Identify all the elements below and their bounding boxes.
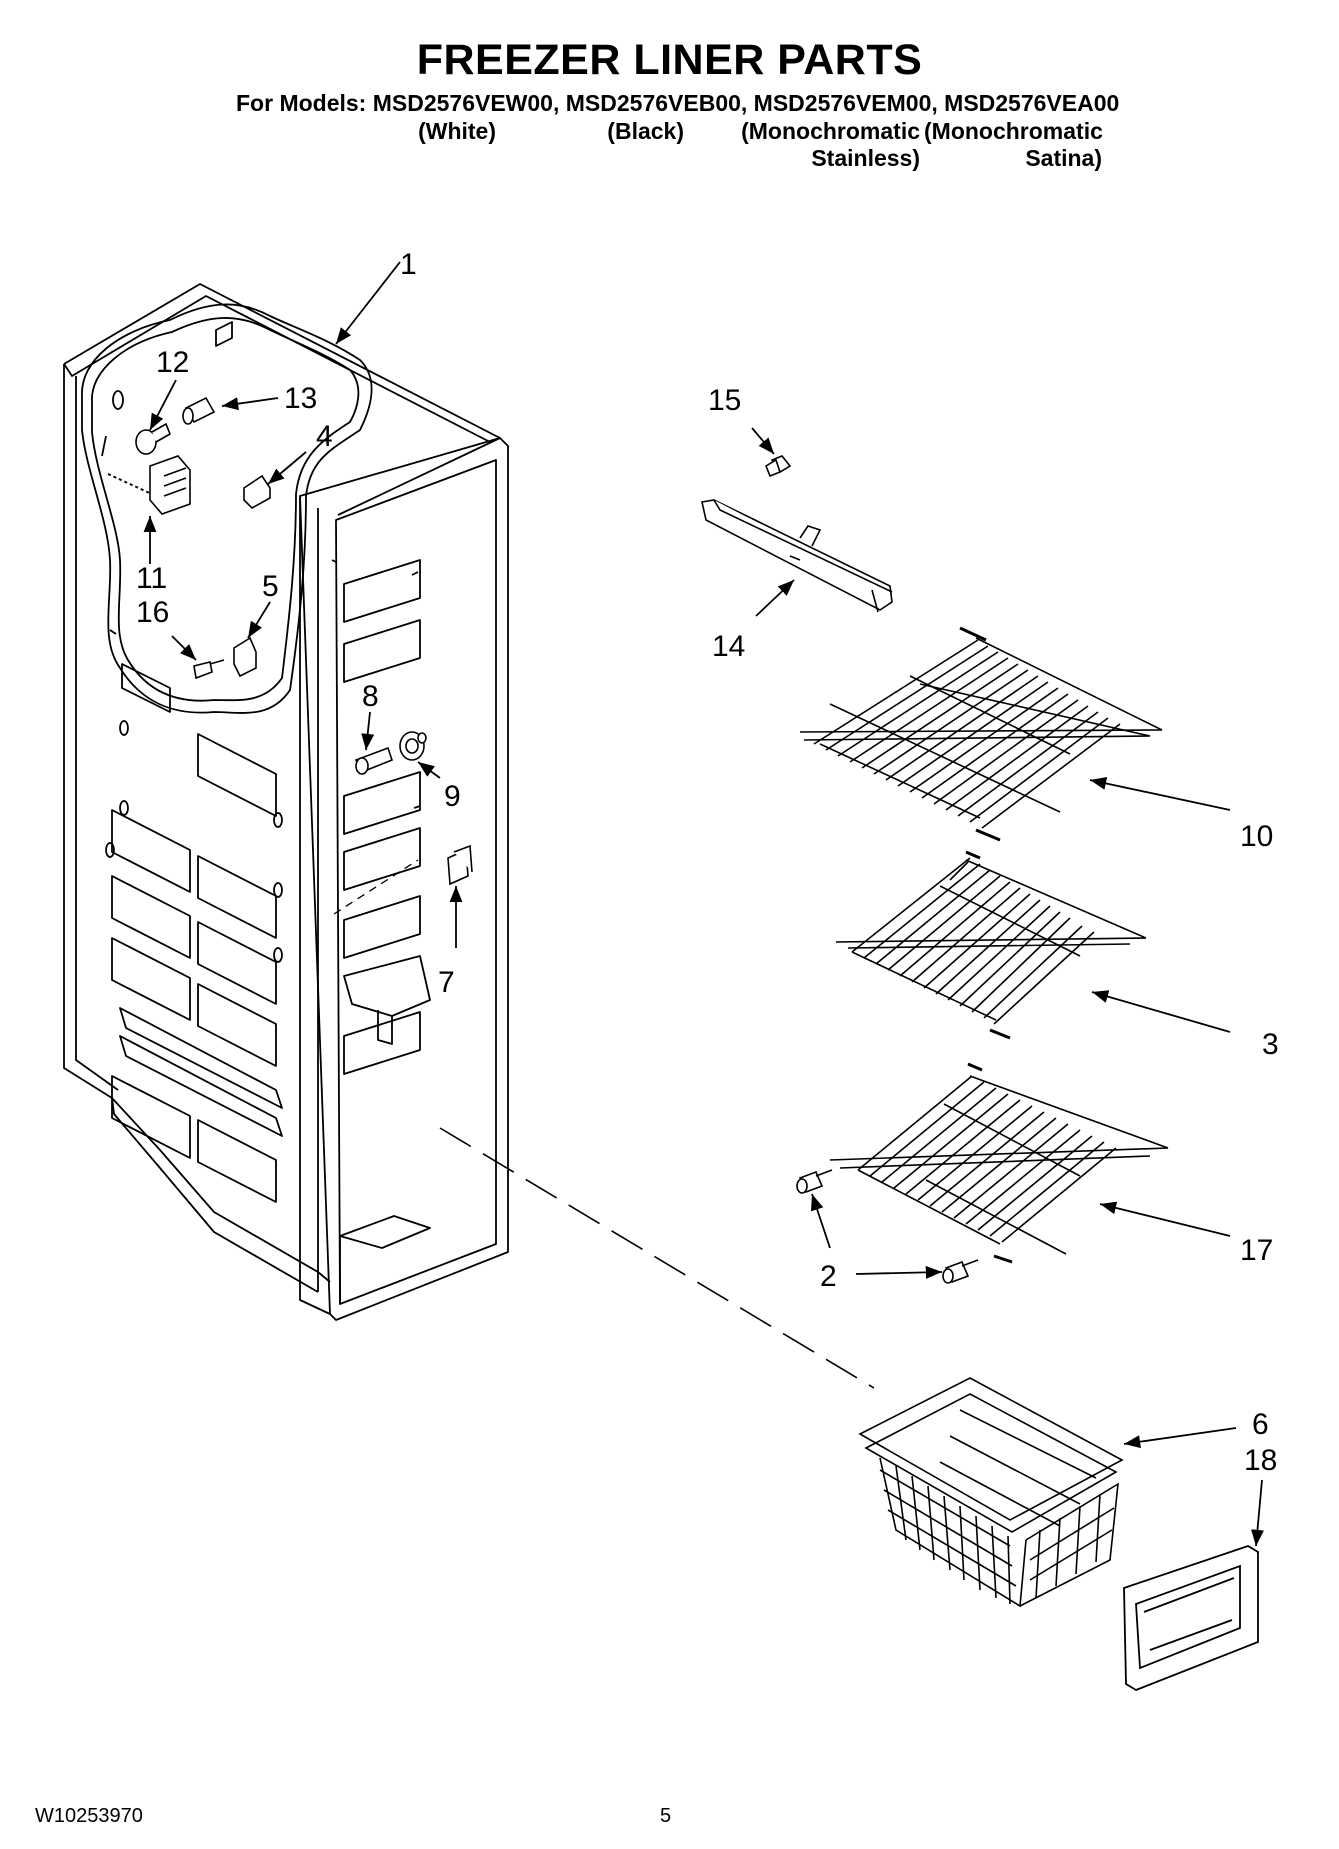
shelf-bracket-drawing [701,455,893,613]
callout-16: 16 [136,596,169,629]
callout-7: 7 [438,966,455,999]
callout-10: 10 [1240,820,1273,853]
page-title: FREEZER LINER PARTS [416,36,923,84]
leader-arrows [143,261,1264,1547]
alignment-dashed-line [439,1127,875,1389]
variant-satina: (Monochromatic Satina) [924,118,1103,172]
callout-5: 5 [262,570,279,603]
callout-1: 1 [400,248,417,281]
variant-white-line1: (White) [418,118,496,144]
callout-3: 3 [1262,1028,1279,1061]
variant-black-line1: (Black) [607,118,684,144]
variant-black: (Black) [580,118,684,145]
callout-labels: 1 12 13 4 11 5 16 8 9 7 15 14 10 3 17 2 … [136,248,1279,1477]
callout-4: 4 [316,420,333,453]
variant-stainless-line2: Stainless) [811,145,920,171]
variant-stainless-line1: (Monochromatic [741,118,920,144]
liner-small-parts [135,396,473,886]
callout-12: 12 [156,346,189,379]
callout-9: 9 [444,780,461,813]
callout-13: 13 [284,382,317,415]
variant-satina-line2: Satina) [1025,145,1102,171]
models-line: For Models: MSD2576VEW00, MSD2576VEB00, … [236,90,1120,116]
wire-shelf-10 [799,626,1163,842]
callout-18: 18 [1244,1444,1277,1477]
basket-handle-18 [1123,1545,1259,1691]
callout-15: 15 [708,384,741,417]
alignment-dashed-line-small [333,859,419,915]
variant-white: (White) [380,118,496,145]
callout-2: 2 [820,1260,837,1293]
callout-11: 11 [136,562,167,595]
shelf-stops-part-2 [796,1169,979,1284]
freezer-liner-drawing [63,283,509,1321]
page-number: 5 [660,1805,672,1827]
callout-8: 8 [362,680,379,713]
variant-stainless: (Monochromatic Stainless) [716,118,920,172]
callout-14: 14 [712,630,745,663]
callout-17: 17 [1240,1234,1273,1267]
wire-shelf-17 [829,1062,1169,1264]
document-number: W10253970 [35,1805,143,1827]
wire-shelf-3 [835,850,1147,1040]
callout-6: 6 [1252,1408,1269,1441]
variant-satina-line1: (Monochromatic [924,118,1103,144]
wire-basket-6 [858,1377,1124,1608]
